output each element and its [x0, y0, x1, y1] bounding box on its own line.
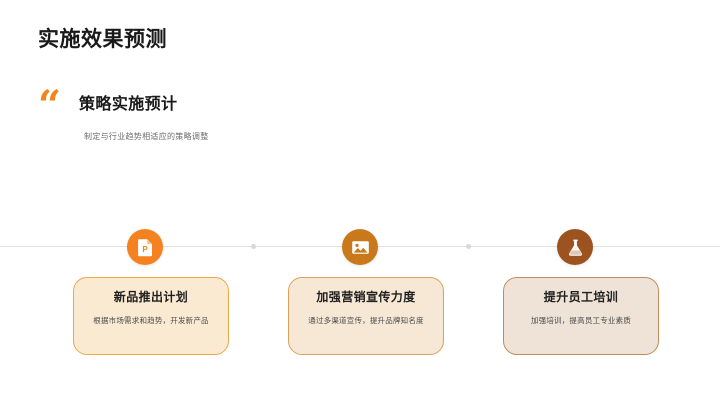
- section-subtitle: 制定与行业趋势相适应的策略调整: [84, 132, 209, 142]
- svg-text:P: P: [142, 245, 148, 254]
- file-document-icon: P: [137, 238, 154, 257]
- timeline-dot-1: [251, 244, 256, 249]
- timeline-card-3[interactable]: 提升员工培训 加强培训，提高员工专业素质: [503, 277, 659, 355]
- timeline-icon-badge-2[interactable]: [342, 229, 378, 265]
- timeline-card-1[interactable]: 新品推出计划 根据市场需求和趋势，开发新产品: [73, 277, 229, 355]
- quote-row: “ 策略实施预计: [38, 82, 338, 129]
- timeline-card-2[interactable]: 加强营销宣传力度 通过多渠道宣传，提升品牌知名度: [288, 277, 444, 355]
- card-title: 提升员工培训: [543, 290, 619, 304]
- flask-beaker-icon: [567, 238, 584, 257]
- timeline-dot-2: [466, 244, 471, 249]
- card-title: 加强营销宣传力度: [316, 290, 416, 304]
- card-title: 新品推出计划: [113, 290, 189, 304]
- card-description: 根据市场需求和趋势，开发新产品: [93, 316, 209, 326]
- timeline-icon-badge-3[interactable]: [557, 229, 593, 265]
- image-picture-icon: [351, 239, 370, 256]
- quote-block: “ 策略实施预计 制定与行业趋势相适应的策略调整: [38, 82, 338, 142]
- quote-mark-icon: “: [38, 82, 62, 129]
- card-description: 通过多渠道宣传，提升品牌知名度: [308, 316, 424, 326]
- timeline-icon-badge-1[interactable]: P: [127, 229, 163, 265]
- section-heading: 策略实施预计: [79, 96, 178, 113]
- page-title: 实施效果预测: [38, 28, 167, 51]
- card-description: 加强培训，提高员工专业素质: [530, 316, 632, 326]
